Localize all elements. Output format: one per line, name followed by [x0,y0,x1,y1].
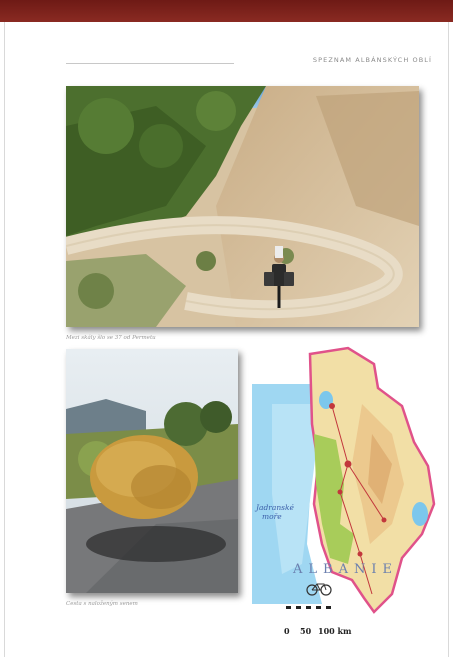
scale-label-0: 0 [284,626,290,636]
photo-hay-cart [66,349,238,593]
map-country-label: ALBANIE [293,562,398,577]
map-sea-label-line1: Jadranské [256,503,294,512]
header-rule [66,63,234,64]
scale-label-100: 100 km [318,626,352,636]
page-edge-left [4,22,5,657]
page-edge-right [448,22,449,657]
bicycle-icon [306,583,332,596]
caption-cyclist-photo: Mezi skály šlo se 37 od Permetu [66,335,156,341]
map-albania-image [252,346,436,614]
map-albania [252,344,448,644]
photo-cyclist-mountain-road [66,86,419,327]
map-scale-bar [286,606,336,609]
scale-label-50: 50 [300,626,312,636]
map-scale-labels: 0 50 100 km [284,626,364,638]
caption-hay-photo: Cesta s naloženým senem [66,601,138,607]
running-header: SPEZNAM ALBÁNSKÝCH OBLÍ [312,56,432,64]
map-sea-label-line2: moře [262,512,282,521]
photo-cyclist-mountain-road-image [66,86,419,327]
photo-hay-cart-image [66,349,238,593]
top-banner-bar [0,0,453,22]
